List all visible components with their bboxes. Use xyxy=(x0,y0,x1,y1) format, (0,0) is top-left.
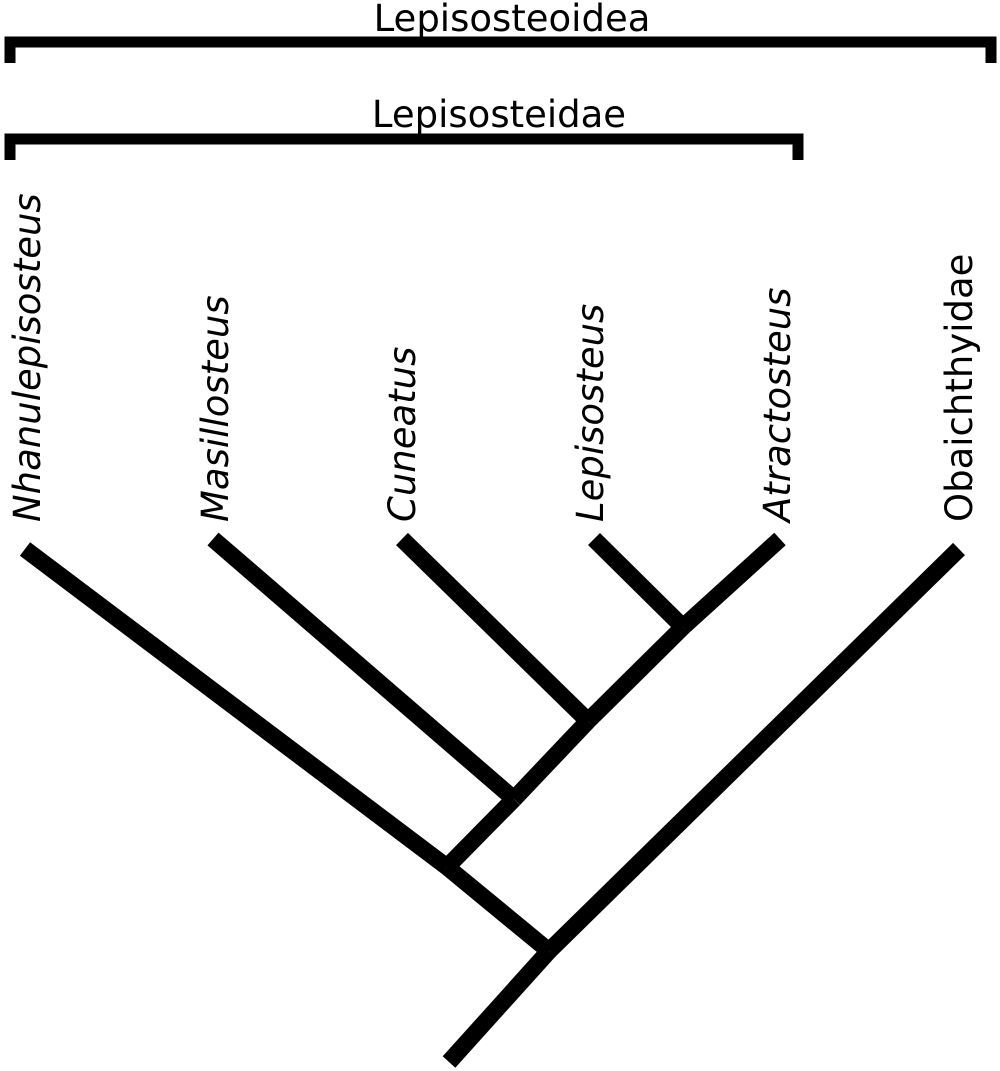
branch-masillosteus xyxy=(207,532,520,806)
bracket-lepisosteidae xyxy=(4,133,804,160)
group-lepisosteidae: Lepisosteidae xyxy=(4,93,804,160)
branch-lepisosteidae-stem xyxy=(441,860,555,958)
branch-internal-2 xyxy=(440,793,521,873)
taxon-label-nhanulepisosteus: Nhanulepisosteus xyxy=(6,193,49,522)
taxon-label-lepisosteus: Lepisosteus xyxy=(569,304,612,522)
taxon-label-atractosteus: Atractosteus xyxy=(756,288,799,524)
branch-atractosteus xyxy=(677,532,786,634)
taxon-labels: Nhanulepisosteus Masillosteus Cuneatus L… xyxy=(6,193,981,524)
group-lepisosteoidea: Lepisosteoidea xyxy=(4,0,997,63)
group-label-lepisosteidae: Lepisosteidae xyxy=(372,93,626,136)
branch-obaichthyidae xyxy=(543,542,965,958)
branch-root-stem xyxy=(442,945,556,1068)
bracket-lepisosteoidea xyxy=(4,36,997,63)
branch-cuneatus xyxy=(396,532,594,728)
branch-lepisosteus xyxy=(588,532,689,634)
taxon-label-masillosteus: Masillosteus xyxy=(194,295,237,522)
taxon-label-obaichthyidae: Obaichthyidae xyxy=(938,254,981,522)
branch-internal-3 xyxy=(507,715,595,805)
tree-branches xyxy=(19,532,965,1068)
group-label-lepisosteoidea: Lepisosteoidea xyxy=(374,0,651,40)
taxon-label-cuneatus: Cuneatus xyxy=(381,347,424,522)
branch-internal-4 xyxy=(582,620,689,728)
branch-nhanulepisosteus xyxy=(19,542,453,874)
